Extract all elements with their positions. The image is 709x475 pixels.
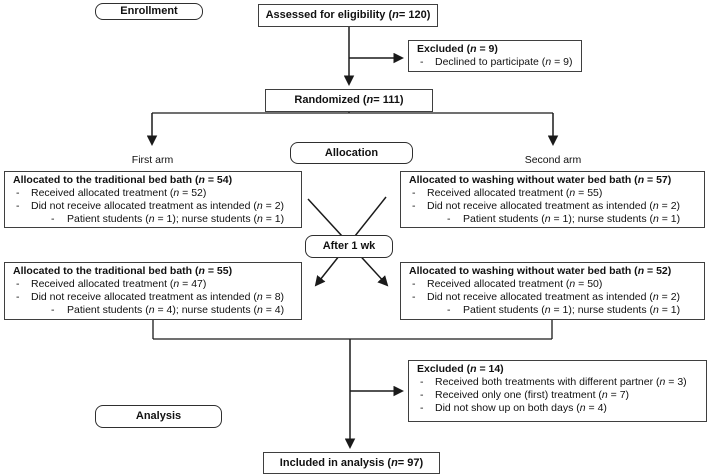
excluded-analysis-box: Excluded (n = 14) Received both treatmen…: [408, 360, 707, 422]
week2-right-item: Received allocated treatment (n = 50): [401, 278, 698, 291]
allocation-right-box: Allocated to washing without water bed b…: [400, 171, 705, 228]
allocation-right-title: Allocated to washing without water bed b…: [409, 174, 672, 186]
first-arm-label: First arm: [131, 154, 174, 166]
allocation-left-item: Did not receive allocated treatment as i…: [5, 200, 295, 213]
allocation-right-item: Did not receive allocated treatment as i…: [401, 200, 698, 213]
allocation-left-item: Received allocated treatment (n = 52): [5, 187, 295, 200]
stage-enrollment: Enrollment: [95, 3, 203, 20]
randomized-box: Randomized (n = 111): [265, 89, 433, 112]
week2-left-item: Did not receive allocated treatment as i…: [5, 291, 295, 304]
excluded-initial-box: Excluded (n = 9) Declined to participate…: [408, 40, 582, 72]
assessed-box: Assessed for eligibility (n = 120): [258, 4, 438, 27]
allocation-right-item: Received allocated treatment (n = 55): [401, 187, 698, 200]
week2-left-item: Received allocated treatment (n = 47): [5, 278, 295, 291]
week2-right-box: Allocated to washing without water bed b…: [400, 262, 705, 320]
allocation-left-subitem: Patient students (n = 1); nurse students…: [5, 213, 295, 226]
week2-left-subitem: Patient students (n = 4); nurse students…: [5, 304, 295, 317]
excluded-initial-title: Excluded (n = 9): [417, 43, 498, 55]
included-box: Included in analysis (n = 97): [263, 452, 440, 474]
stage-allocation: Allocation: [290, 142, 413, 164]
week2-right-subitem: Patient students (n = 1); nurse students…: [401, 304, 698, 317]
stage-analysis: Analysis: [95, 405, 222, 428]
excluded-analysis-item: Received only one (first) treatment (n =…: [409, 389, 700, 402]
second-arm-label: Second arm: [524, 154, 582, 166]
week2-right-title: Allocated to washing without water bed b…: [409, 265, 672, 277]
allocation-right-subitem: Patient students (n = 1); nurse students…: [401, 213, 698, 226]
stage-after-1wk: After 1 wk: [305, 235, 393, 258]
excluded-analysis-item: Did not show up on both days (n = 4): [409, 402, 700, 415]
allocation-left-title: Allocated to the traditional bed bath (n…: [13, 174, 233, 186]
excluded-analysis-item: Received both treatments with different …: [409, 376, 700, 389]
excluded-initial-item: Declined to participate (n = 9): [409, 56, 575, 69]
week2-left-box: Allocated to the traditional bed bath (n…: [4, 262, 302, 320]
week2-right-item: Did not receive allocated treatment as i…: [401, 291, 698, 304]
week2-left-title: Allocated to the traditional bed bath (n…: [13, 265, 233, 277]
excluded-analysis-title: Excluded (n = 14): [417, 363, 504, 375]
allocation-left-box: Allocated to the traditional bed bath (n…: [4, 171, 302, 228]
